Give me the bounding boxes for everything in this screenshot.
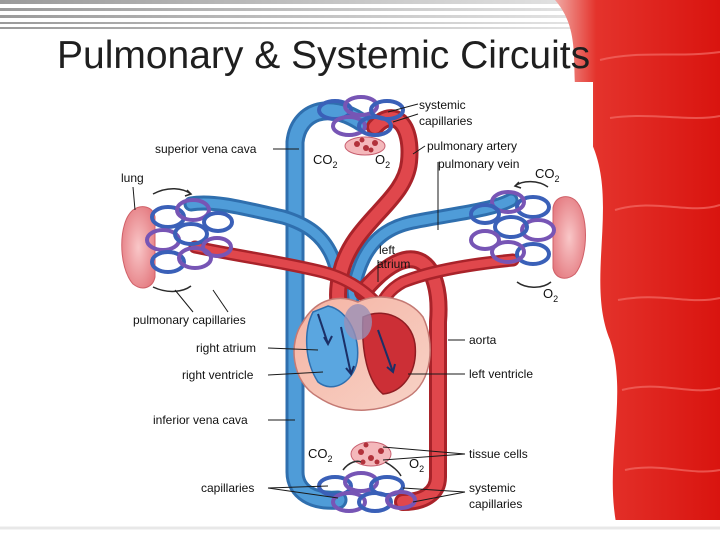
label-inferior-vena-cava: inferior vena cava [153, 413, 248, 427]
tissue-arrow-right [384, 461, 402, 477]
slide-title: Pulmonary & Systemic Circuits [57, 34, 591, 77]
label-systemic-capillaries-bottom-2: capillaries [469, 497, 522, 511]
gas-co2-top: CO2 [313, 152, 338, 170]
gas-co2-right-lung: CO2 [535, 166, 560, 184]
label-left-atrium-1: left [379, 243, 396, 257]
tissue-arrow-left [342, 460, 362, 471]
label-left-ventricle: left ventricle [469, 367, 533, 381]
label-pulmonary-vein: pulmonary vein [438, 157, 519, 171]
label-tissue-cells: tissue cells [469, 447, 528, 461]
septum [344, 304, 372, 340]
label-systemic-capillaries-top-2: capillaries [419, 114, 472, 128]
label-pulmonary-capillaries: pulmonary capillaries [133, 313, 246, 327]
gas-o2-top: O2 [375, 152, 390, 170]
heart [293, 296, 431, 411]
gas-labels: CO2 O2 CO2 O2 CO2 O2 [308, 152, 560, 474]
top-stripes [0, 0, 600, 29]
lung-arrow-right-bottom [516, 281, 552, 288]
lung-arrow-left-bottom [152, 285, 192, 293]
label-lung: lung [121, 171, 144, 185]
leader-lines [132, 103, 466, 503]
pulmonary-capillaries-left [145, 198, 234, 274]
label-left-atrium-2: atrium [377, 257, 410, 271]
gas-co2-bottom: CO2 [308, 446, 333, 464]
label-capillaries: capillaries [201, 481, 254, 495]
right-lung [552, 196, 586, 279]
label-systemic-capillaries-bottom-1: systemic [469, 481, 516, 495]
left-lung [121, 206, 156, 289]
gas-o2-right-lung: O2 [543, 286, 558, 304]
tissue-cells-top [344, 136, 386, 156]
label-superior-vena-cava: superior vena cava [155, 142, 257, 156]
systemic-capillaries-bottom [317, 471, 417, 513]
label-aorta: aorta [469, 333, 497, 347]
circulation-diagram: systemic capillaries superior vena cava … [113, 82, 593, 522]
tissue-cells-bottom [350, 441, 392, 467]
pulmonary-capillaries-right [469, 190, 556, 266]
red-wave-panel [555, 0, 720, 540]
gas-o2-bottom: O2 [409, 456, 424, 474]
label-right-ventricle: right ventricle [182, 368, 254, 382]
label-systemic-capillaries-top-1: systemic [419, 98, 466, 112]
label-pulmonary-artery: pulmonary artery [427, 139, 517, 153]
label-right-atrium: right atrium [196, 341, 256, 355]
left-ventricle-chamber [361, 312, 417, 395]
systemic-capillaries-top [317, 95, 405, 137]
diagram-labels: systemic capillaries superior vena cava … [121, 98, 533, 511]
